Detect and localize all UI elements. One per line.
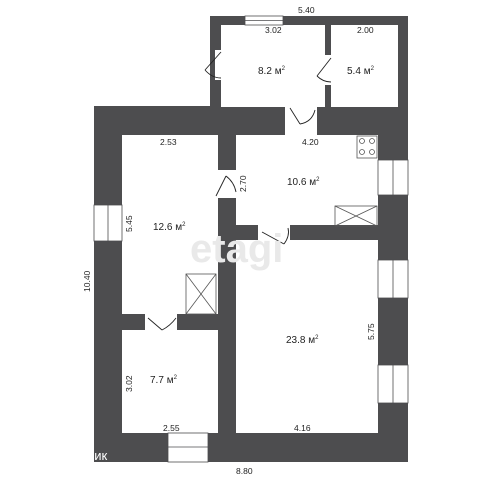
dim-bedroom-width: 2.53	[160, 137, 177, 147]
window-icon	[377, 259, 409, 299]
windows	[93, 15, 409, 463]
room-bedroom	[122, 135, 218, 314]
watermark: etagi	[190, 227, 283, 271]
dim-top-left-width: 3.02	[265, 25, 282, 35]
brand-name: ДомКлик	[54, 448, 108, 463]
door-swing-icon	[261, 227, 289, 245]
window-icon	[377, 364, 409, 404]
room-living	[236, 240, 378, 433]
window-icon	[377, 159, 409, 196]
door-swing-icon	[147, 317, 177, 331]
door-gap-bedroom	[214, 170, 240, 198]
door-gap-small	[145, 310, 177, 334]
dim-top-total: 5.40	[298, 5, 315, 15]
door-swing-icon	[289, 107, 316, 125]
dim-small-depth: 3.02	[124, 375, 134, 392]
area-label: 23.8 м2	[286, 335, 319, 346]
room-kitchen	[236, 135, 378, 225]
dim-top-right-width: 2.00	[357, 25, 374, 35]
area-label: 10.6 м2	[287, 177, 320, 188]
area-label: 12.6 м2	[153, 222, 186, 233]
door-gap-kitchen-top	[285, 104, 317, 138]
dim-small-width: 2.55	[163, 423, 180, 433]
dim-living-depth: 5.75	[366, 323, 376, 340]
dimension-labels: 5.40 3.02 2.00 2.53 4.20 2.70 5.45 10.40…	[82, 5, 376, 476]
dim-left-total: 10.40	[82, 270, 92, 292]
dim-bottom-total: 8.80	[236, 466, 253, 476]
vent-icon	[185, 273, 217, 315]
sink-icon	[334, 205, 378, 227]
room-top-right	[331, 25, 398, 107]
area-label: 8.2 м2	[258, 66, 286, 77]
area-label: 5.4 м2	[347, 66, 375, 77]
door-gap-topleft	[215, 50, 225, 80]
door-gap-topright	[325, 55, 335, 85]
dim-living-width: 4.16	[294, 423, 311, 433]
window-icon	[93, 204, 123, 242]
window-icon	[244, 15, 284, 26]
door-swing-icon	[204, 51, 222, 79]
door-swing-icon	[215, 175, 237, 197]
rooms	[122, 25, 398, 433]
dim-kitchen-width: 4.20	[302, 137, 319, 147]
area-label: 7.7 м2	[150, 375, 178, 386]
room-small	[122, 330, 218, 433]
stove-icon	[356, 135, 378, 159]
brand-logo-icon: ДомКлик	[21, 432, 108, 463]
room-top-left	[221, 25, 325, 107]
window-icon	[167, 432, 209, 463]
door-gap-living	[258, 220, 290, 244]
door-swings	[147, 51, 332, 331]
area-labels: 8.2 м2 5.4 м2 10.6 м2 12.6 м2 23.8 м2 7.…	[150, 66, 375, 386]
dim-bedroom-depth: 5.45	[124, 215, 134, 232]
dim-kitchen-depth: 2.70	[238, 175, 248, 192]
door-swing-icon	[316, 57, 332, 83]
